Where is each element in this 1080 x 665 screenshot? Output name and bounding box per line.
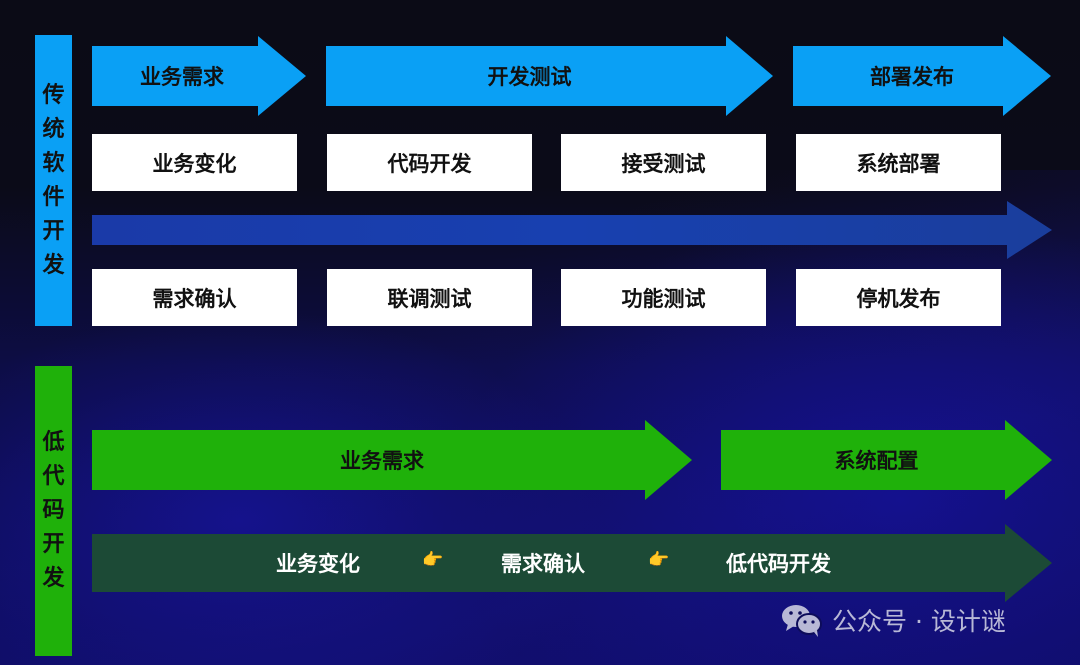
label-char: 统 xyxy=(42,116,65,142)
arrow-shape-icon xyxy=(92,201,1052,259)
step-box: 业务变化 xyxy=(92,134,297,191)
step-box: 接受测试 xyxy=(561,134,766,191)
step-box: 停机发布 xyxy=(796,269,1001,326)
watermark-text: 公众号 · 设计谜 xyxy=(832,607,1006,636)
arrow-shape-icon xyxy=(92,524,1052,602)
arrow-shape-icon xyxy=(326,36,773,116)
phase-arrow-dev-test: 开发测试 xyxy=(326,36,773,116)
label-char: 低 xyxy=(42,430,65,455)
step-box: 需求确认 xyxy=(92,269,297,326)
label-char: 发 xyxy=(42,252,65,278)
label-char: 发 xyxy=(42,566,65,591)
label-char: 码 xyxy=(42,498,65,523)
watermark: 公众号 · 设计谜 xyxy=(780,602,1006,638)
lowcode-flow-arrow: 业务变化 👉 需求确认 👉 低代码开发 xyxy=(92,524,1052,602)
phase-label: 部署发布 xyxy=(870,65,954,89)
arrow-shape-icon xyxy=(793,36,1051,116)
step-box: 代码开发 xyxy=(327,134,532,191)
phase-label: 开发测试 xyxy=(487,65,572,89)
step-box: 联调测试 xyxy=(327,269,532,326)
step-box: 功能测试 xyxy=(561,269,766,326)
pointing-hand-icon: 👉 xyxy=(422,550,444,570)
label-char: 软 xyxy=(42,150,65,176)
phase-label: 业务需求 xyxy=(140,65,224,89)
phase-label: 业务需求 xyxy=(340,449,424,473)
flow-step-requirement-confirm: 需求确认 xyxy=(501,552,585,576)
step-box: 系统部署 xyxy=(796,134,1001,191)
label-char: 开 xyxy=(42,532,65,557)
traditional-flow-arrow xyxy=(92,201,1052,259)
label-char: 代 xyxy=(42,464,65,489)
lowcode-arrow-system-config: 系统配置 xyxy=(721,420,1052,500)
lowcode-arrow-business-requirements: 业务需求 xyxy=(92,420,692,500)
label-char: 开 xyxy=(42,218,65,244)
phase-label: 系统配置 xyxy=(834,449,919,473)
lowcode-dev-label: 低 代 码 开 发 xyxy=(35,366,72,656)
flow-step-lowcode-dev: 低代码开发 xyxy=(726,552,831,576)
label-char: 传 xyxy=(42,82,65,108)
arrow-shape-icon xyxy=(721,420,1052,500)
phase-arrow-business-requirements: 业务需求 xyxy=(92,36,306,116)
arrow-shape-icon xyxy=(92,36,306,116)
traditional-dev-label: 传 统 软 件 开 发 xyxy=(35,35,72,326)
flow-step-business-change: 业务变化 xyxy=(276,552,360,576)
pointing-hand-icon: 👉 xyxy=(648,550,670,570)
phase-arrow-deploy-release: 部署发布 xyxy=(793,36,1051,116)
arrow-shape-icon xyxy=(92,420,692,500)
wechat-icon xyxy=(782,605,822,637)
label-char: 件 xyxy=(42,184,65,210)
